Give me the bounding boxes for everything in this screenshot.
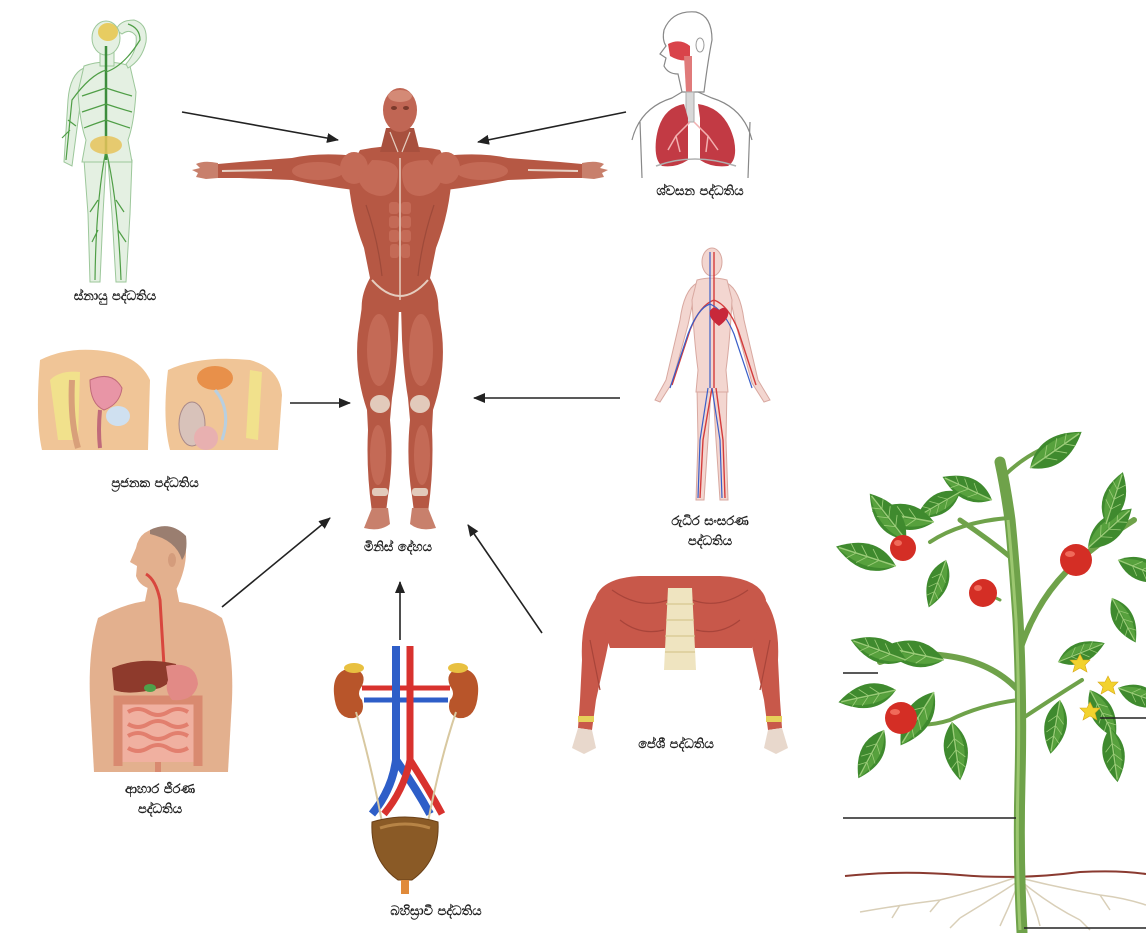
label-excretory-system: බහිස්‍රාවී පද්ධතිය — [390, 902, 481, 922]
tomato — [1060, 544, 1092, 576]
reproductive-system-figure — [38, 350, 282, 450]
roots — [860, 876, 1146, 930]
right-hand — [764, 728, 788, 754]
respiratory-system-figure — [632, 12, 752, 178]
tomato-highlight — [894, 540, 902, 546]
arrow-nervous-to-body — [182, 112, 338, 140]
soil-line — [845, 871, 1146, 877]
left-eye — [391, 106, 397, 110]
left-hand — [192, 162, 218, 179]
left-hand — [572, 728, 596, 754]
left-adrenal-gland — [344, 663, 364, 673]
label-muscular-system: පේශී පද්ධතිය — [638, 735, 714, 755]
left-biceps — [292, 162, 344, 180]
right-hand — [582, 162, 608, 179]
label-digestive-line2: පද්ධතිය — [125, 800, 195, 820]
label-circulatory-system: රුධිර සංසරණ පද්ධතිය — [671, 512, 748, 552]
leaf — [919, 557, 955, 611]
arrow-digestive-to-body — [222, 518, 330, 607]
right-shin-muscle — [414, 425, 430, 485]
right-eye — [403, 106, 409, 110]
left-kidney — [334, 668, 364, 718]
ear — [168, 553, 176, 567]
muscular-system-arms-figure — [572, 576, 788, 754]
excretory-system-figure — [334, 646, 478, 894]
tomato — [890, 535, 916, 561]
gallbladder — [144, 684, 156, 692]
brain — [98, 23, 118, 41]
digestive-system-figure — [90, 526, 233, 772]
tomato — [885, 702, 917, 734]
leaf — [832, 534, 900, 578]
leaf — [1103, 593, 1145, 647]
urethra — [401, 880, 409, 894]
right-biceps — [456, 162, 508, 180]
arteries — [672, 252, 756, 498]
right-foot — [410, 508, 436, 529]
leaf — [1099, 726, 1128, 783]
label-circulatory-line2: පද්ධතිය — [671, 532, 748, 552]
label-nervous-system: ස්නායු පද්ධතිය — [74, 287, 156, 307]
tomato-highlight — [974, 585, 982, 591]
forehead — [388, 90, 412, 102]
leaf — [940, 720, 972, 782]
tomato-plant — [832, 421, 1146, 932]
left-foot — [364, 508, 390, 529]
label-human-body: මිනිස් දේහය — [364, 538, 432, 558]
leaf — [849, 725, 894, 784]
tomato — [969, 579, 997, 607]
flower — [1098, 676, 1118, 694]
right-wrist — [766, 716, 782, 722]
right-ankle — [412, 488, 428, 496]
right-adrenal-gland — [448, 663, 468, 673]
tomato-highlight — [890, 709, 900, 715]
label-digestive-line1: ආහාර ජීරණ — [125, 780, 195, 800]
left-shin-muscle — [370, 425, 386, 485]
pelvis — [90, 136, 122, 154]
label-reproductive-system: ප්‍රජනක පද්ධතිය — [111, 474, 198, 494]
nervous-system-figure — [62, 20, 146, 282]
right-kidney — [448, 668, 478, 718]
left-ankle — [372, 488, 388, 496]
tomato-highlight — [1065, 551, 1075, 557]
label-circulatory-line1: රුධිර සංසරණ — [671, 512, 748, 532]
left-lung — [656, 104, 688, 166]
left-knee — [370, 395, 390, 413]
arrow-muscular-to-body — [468, 525, 542, 633]
right-thigh-muscle — [409, 314, 433, 386]
left-thigh-muscle — [367, 314, 391, 386]
leaf — [1115, 678, 1146, 714]
arrow-respiratory-to-body — [478, 112, 626, 142]
leaf — [1114, 550, 1146, 591]
sternum-cartilage — [664, 588, 696, 670]
male-reproductive-section — [165, 359, 282, 450]
circulatory-system-figure — [655, 248, 770, 500]
leaf — [1023, 421, 1089, 478]
label-digestive-system: ආහාර ජීරණ පද්ධතිය — [125, 780, 195, 820]
left-wrist — [578, 716, 594, 722]
human-body-muscular-figure — [192, 88, 608, 529]
leaf — [1040, 698, 1071, 756]
right-lung — [698, 104, 735, 166]
female-reproductive-section — [38, 350, 150, 450]
label-respiratory-system: ශ්වසන පද්ධතිය — [656, 182, 743, 202]
right-knee — [410, 395, 430, 413]
